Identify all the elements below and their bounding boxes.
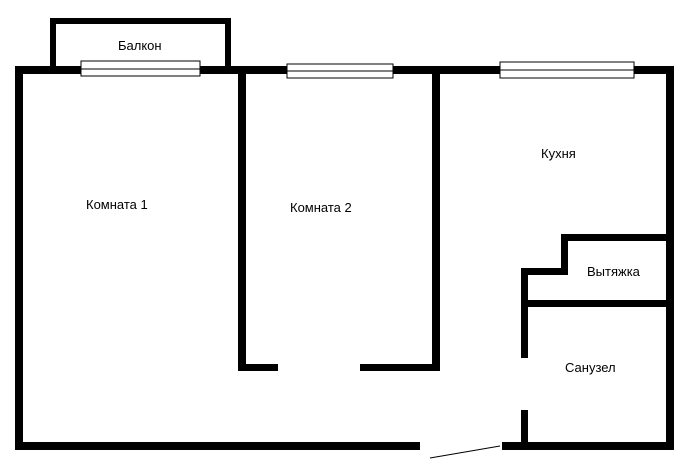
bathroom-wall-upper (521, 268, 528, 358)
room2-walls (238, 66, 440, 371)
room2-wall-bottom-right (360, 364, 440, 371)
outer-wall-bottom-right (502, 442, 674, 450)
room2-wall-left (238, 66, 246, 371)
outer-wall-right (666, 66, 674, 450)
windows (80, 60, 635, 79)
vent-label: Вытяжка (587, 264, 641, 279)
bathroom-wall-lower (521, 410, 528, 450)
vent-bathroom-walls (521, 234, 674, 450)
balcony-wall-left (50, 18, 56, 70)
kitchen-label: Кухня (541, 146, 576, 161)
room1-label: Комната 1 (86, 197, 148, 212)
outer-walls (15, 66, 674, 450)
room2-wall-right (432, 66, 440, 371)
balcony-label: Балкон (118, 38, 162, 53)
vent-wall-top (561, 234, 674, 241)
outer-wall-left (15, 66, 23, 450)
balcony-wall-right (225, 18, 231, 70)
room2-label: Комната 2 (290, 200, 352, 215)
vent-wall-bottom (521, 300, 674, 307)
balcony-wall-top (50, 18, 231, 24)
entrance-door-swing (429, 445, 501, 459)
room2-wall-bottom-left (238, 364, 278, 371)
vent-wall-left (561, 234, 568, 275)
balcony: Балкон (50, 18, 231, 70)
outer-wall-bottom-left (15, 442, 420, 450)
vent-wall-step (521, 268, 568, 275)
bathroom-label: Санузел (565, 360, 616, 375)
